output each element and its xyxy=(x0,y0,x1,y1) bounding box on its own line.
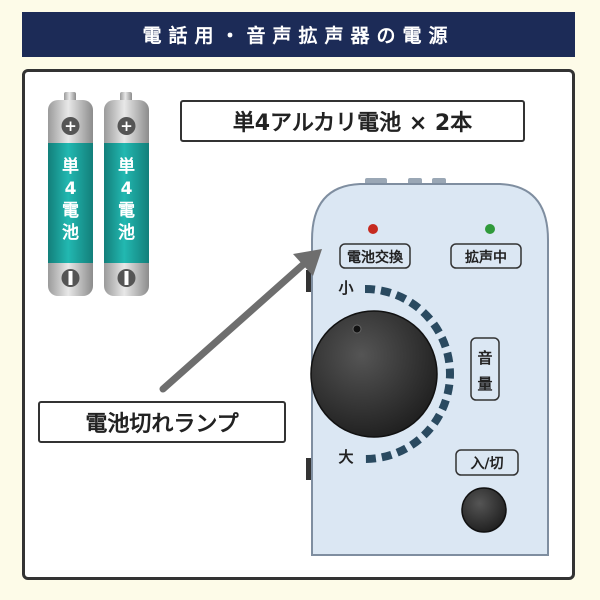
battery-empty-lamp-callout: 電池切れランプ xyxy=(38,401,286,443)
battery-cell-char: 単 xyxy=(118,156,135,177)
battery-cell-char: 4 xyxy=(121,179,133,199)
page-header: 電話用・音声拡声器の電源 xyxy=(22,12,575,57)
battery-cell-char: 電 xyxy=(62,201,79,221)
battery-plus-symbol: + xyxy=(64,117,77,135)
battery-cell-char: 4 xyxy=(65,179,77,199)
battery-cell-char: 池 xyxy=(118,222,135,243)
battery-cell-char: 電 xyxy=(118,201,135,221)
battery-cell-char: 池 xyxy=(62,222,79,243)
plus-icon xyxy=(117,117,136,135)
battery-2: + 単 4 電 池 xyxy=(104,92,149,296)
battery-cell-char: 単 xyxy=(62,156,79,177)
plus-icon xyxy=(61,117,80,135)
battery-plus-symbol: + xyxy=(120,117,133,135)
batteries-illustration: + 単 4 電 池 + 単 4 電 池 xyxy=(48,92,149,296)
battery-1: + 単 4 電 池 xyxy=(48,92,93,296)
battery-spec-label: 単4アルカリ電池 × 2本 xyxy=(180,100,525,142)
